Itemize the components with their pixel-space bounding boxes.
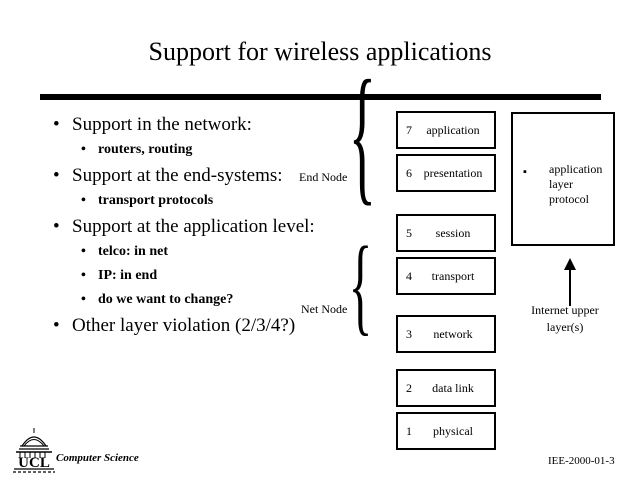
- bullet-marker-icon: •: [81, 244, 86, 259]
- title-divider-rule: [40, 94, 601, 100]
- layer-box-physical: 1 physical: [396, 412, 496, 450]
- layer-name: session: [435, 226, 471, 240]
- layer-name: presentation: [423, 166, 483, 180]
- layer-number: 2: [406, 381, 412, 395]
- department-name: Computer Science: [56, 452, 139, 464]
- layer-number: 6: [406, 166, 412, 180]
- bullet-item-support-at-end-systems: • Support at the end-systems:: [46, 163, 346, 188]
- application-protocol-text: application layer protocol: [549, 162, 603, 206]
- application-protocol-box: ▪ application layer protocol: [511, 112, 615, 246]
- layer-box-presentation: 6 presentation: [396, 154, 496, 192]
- layer-name: data link: [432, 381, 474, 395]
- label-net-node: Net Node: [301, 302, 348, 316]
- brace-net-node-icon: {: [348, 227, 373, 347]
- arrow-shaft: [569, 268, 571, 306]
- bullet-item-other-layer-violation: • Other layer violation (2/3/4?): [46, 313, 346, 338]
- internet-upper-layers-caption: Internet upper layer(s): [531, 303, 599, 334]
- bullet-marker-icon: •: [81, 142, 86, 157]
- layer-number: 7: [406, 123, 412, 137]
- slide-reference-code: IEE-2000-01-3: [548, 455, 615, 467]
- layer-box-data-link: 2 data link: [396, 369, 496, 407]
- layer-name: network: [433, 327, 473, 341]
- bullet-item-ip-in-end: • IP: in end: [46, 265, 346, 286]
- bullet-marker-icon: •: [53, 315, 60, 336]
- ucl-logo-icon: UCL: [8, 427, 60, 475]
- square-bullet-icon: ▪: [523, 166, 527, 178]
- bullet-text: routers, routing: [98, 142, 193, 157]
- arrow-head: [564, 258, 576, 270]
- layer-name: physical: [433, 424, 473, 438]
- bullet-text: Support at the application level:: [72, 216, 315, 237]
- page-title: Support for wireless applications: [148, 37, 492, 66]
- up-arrow-icon: [563, 258, 577, 306]
- bullet-text: IP: in end: [98, 268, 158, 283]
- layer-number: 5: [406, 226, 412, 240]
- bullet-item-support-in-network: • Support in the network:: [46, 112, 346, 137]
- bullet-text: Other layer violation (2/3/4?): [72, 315, 296, 336]
- layer-number: 3: [406, 327, 412, 341]
- bullet-marker-icon: •: [81, 292, 86, 307]
- svg-text:UCL: UCL: [18, 455, 50, 471]
- layer-box-application: 7 application: [396, 111, 496, 149]
- bullet-item-transport-protocols: • transport protocols: [46, 190, 346, 211]
- layer-name: transport: [431, 269, 475, 283]
- layer-number: 4: [406, 269, 412, 283]
- bullet-list: • Support in the network: • routers, rou…: [46, 112, 346, 340]
- bullet-marker-icon: •: [81, 193, 86, 208]
- bullet-marker-icon: •: [53, 216, 60, 237]
- bullet-item-do-we-want-to-change: • do we want to change?: [46, 289, 346, 310]
- bullet-text: transport protocols: [98, 193, 214, 208]
- bullet-text: telco: in net: [98, 244, 168, 259]
- bullet-marker-icon: •: [53, 165, 60, 186]
- layer-box-transport: 4 transport: [396, 257, 496, 295]
- bullet-text: Support in the network:: [72, 114, 252, 135]
- bullet-item-support-at-application-level: • Support at the application level:: [46, 214, 346, 239]
- brace-end-node-icon: {: [348, 49, 377, 219]
- bullet-item-routers-routing: • routers, routing: [46, 139, 346, 160]
- bullet-marker-icon: •: [81, 268, 86, 283]
- bullet-marker-icon: •: [53, 114, 60, 135]
- layer-name: application: [426, 123, 480, 137]
- bullet-text: Support at the end-systems:: [72, 165, 283, 186]
- bullet-text: do we want to change?: [98, 292, 234, 307]
- layer-number: 1: [406, 424, 412, 438]
- bullet-item-telco-in-net: • telco: in net: [46, 241, 346, 262]
- layer-box-session: 5 session: [396, 214, 496, 252]
- label-end-node: End Node: [299, 170, 348, 184]
- layer-box-network: 3 network: [396, 315, 496, 353]
